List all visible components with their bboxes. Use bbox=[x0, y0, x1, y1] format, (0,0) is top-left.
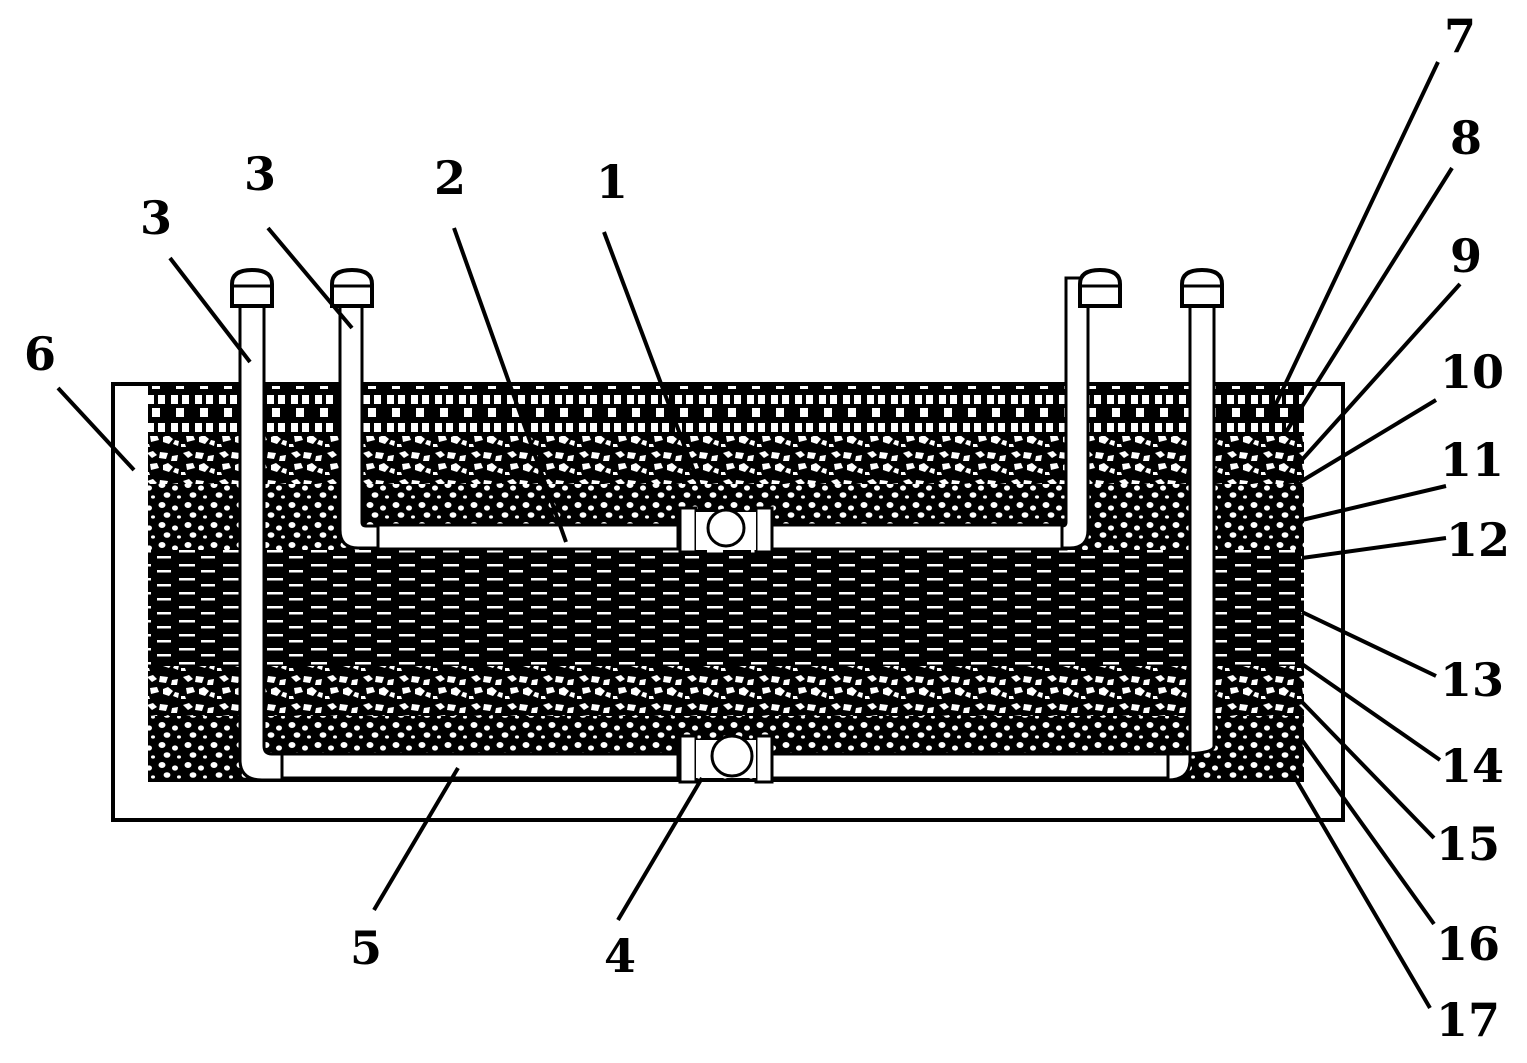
label-14: 14 bbox=[1440, 739, 1504, 793]
label-16: 16 bbox=[1436, 917, 1500, 971]
riser-caps bbox=[230, 267, 1224, 308]
lower-valve bbox=[710, 734, 754, 778]
valve-flange-right bbox=[754, 506, 774, 554]
riser-cap-1 bbox=[230, 267, 274, 308]
lower-collector-pipe bbox=[238, 276, 1216, 784]
riser-cap-4 bbox=[1180, 267, 1224, 308]
layer-14-speckle bbox=[148, 666, 1304, 716]
filter-layers bbox=[148, 386, 1304, 782]
label-3-upper: 3 bbox=[244, 147, 276, 201]
upper-collector-pipe bbox=[338, 276, 1090, 554]
label-3-lower: 3 bbox=[140, 191, 172, 245]
layer-12-sand bbox=[148, 550, 1304, 666]
label-1: 1 bbox=[596, 155, 628, 209]
layer-8-speckle bbox=[148, 436, 1304, 484]
label-12: 12 bbox=[1446, 513, 1510, 567]
label-7: 7 bbox=[1444, 9, 1476, 63]
valve-flange-left bbox=[678, 506, 698, 554]
leader-lines bbox=[56, 61, 1462, 1010]
valve-flange-left-lower bbox=[678, 734, 698, 784]
label-9: 9 bbox=[1450, 229, 1482, 283]
label-15: 15 bbox=[1436, 817, 1500, 871]
riser-cap-2 bbox=[330, 267, 374, 308]
label-2: 2 bbox=[434, 151, 466, 205]
part-labels: 1 2 3 3 6 5 4 7 8 9 10 11 12 13 14 15 16… bbox=[24, 9, 1510, 1047]
label-8: 8 bbox=[1450, 111, 1482, 165]
label-6: 6 bbox=[24, 327, 56, 381]
upper-valve bbox=[706, 508, 746, 548]
label-10: 10 bbox=[1440, 345, 1504, 399]
valve-flange-right-lower bbox=[754, 734, 774, 784]
label-13: 13 bbox=[1440, 653, 1504, 707]
label-11: 11 bbox=[1440, 433, 1504, 487]
label-4: 4 bbox=[604, 929, 636, 983]
label-5: 5 bbox=[350, 921, 382, 975]
label-17: 17 bbox=[1436, 993, 1500, 1047]
layer-7-brick bbox=[148, 386, 1304, 436]
riser-cap-3 bbox=[1078, 267, 1122, 308]
